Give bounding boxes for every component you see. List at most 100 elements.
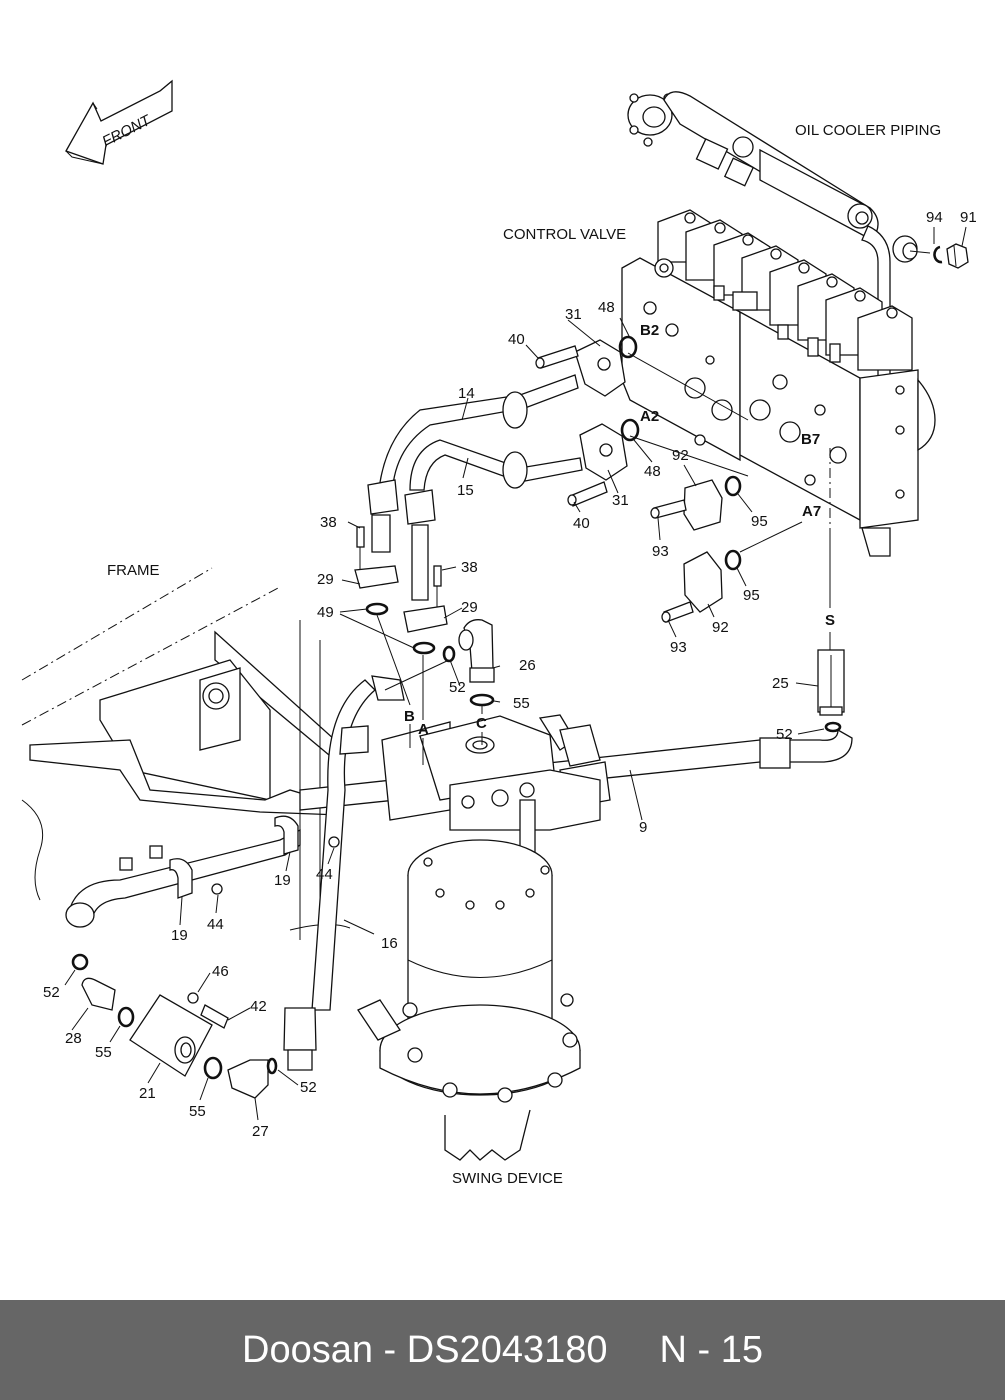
callout-29: 29	[461, 599, 478, 616]
check-valve-25	[817, 649, 845, 716]
footer-part-number: DS2043180	[406, 1328, 608, 1371]
flange-29-right	[403, 605, 448, 633]
callout-38: 38	[461, 559, 478, 576]
footer-separator	[373, 1329, 384, 1372]
footer-separator	[396, 1329, 407, 1372]
flange-29-left	[354, 565, 399, 589]
block-left	[119, 845, 163, 871]
oring-49-lower	[412, 641, 436, 655]
callout-29: 29	[317, 571, 334, 588]
hose-16	[283, 675, 405, 1071]
bolt-42	[200, 1004, 229, 1029]
adapter-28	[81, 977, 116, 1011]
callout-95: 95	[751, 513, 768, 530]
oring-55-upper	[469, 693, 495, 707]
frame-label: FRAME	[107, 562, 160, 579]
callout-92: 92	[712, 619, 729, 636]
bolt-40-lower	[567, 481, 608, 507]
callout-19: 19	[171, 927, 188, 944]
callout-14: 14	[458, 385, 475, 402]
elbow-26	[458, 619, 495, 683]
callout-25: 25	[772, 675, 789, 692]
oring-95-upper	[724, 475, 742, 497]
oring-49-upper	[365, 602, 389, 616]
frame: FRAME	[21, 562, 351, 940]
bolt-93-upper	[650, 499, 687, 519]
callout-48: 48	[644, 463, 661, 480]
oring-48-upper	[618, 335, 638, 359]
swing-device-label: SWING DEVICE	[452, 1170, 563, 1187]
oring-52-swing	[442, 645, 456, 663]
oring-48-lower	[620, 418, 640, 442]
callout-52: 52	[776, 726, 793, 743]
hose-15	[404, 439, 583, 601]
leader-lines-lower	[64, 969, 299, 1121]
port-a-label: A	[418, 721, 429, 738]
callout-21: 21	[139, 1085, 156, 1102]
callout-44: 44	[316, 866, 333, 883]
oring-52-lower-right	[266, 1057, 278, 1075]
front-arrow-icon: FRONT	[65, 79, 173, 165]
callout-26: 26	[519, 657, 536, 674]
washer-46	[187, 992, 199, 1004]
callout-40: 40	[573, 515, 590, 532]
callout-40: 40	[508, 331, 525, 348]
leader-lines-upper	[339, 317, 749, 703]
port-a7-label: A7	[802, 503, 821, 520]
oring-52-lower-left	[71, 953, 89, 971]
callout-15: 15	[457, 482, 474, 499]
port-b2-label: B2	[640, 322, 659, 339]
elbow-27	[227, 1059, 269, 1099]
callout-46: 46	[212, 963, 229, 980]
nut-44-right	[328, 836, 340, 848]
callout-27: 27	[252, 1123, 269, 1140]
plug-91	[946, 243, 969, 269]
callout-91: 91	[960, 209, 977, 226]
callout-94: 94	[926, 209, 943, 226]
cover-92-lower	[683, 551, 723, 613]
callout-55: 55	[189, 1103, 206, 1120]
control-valve: CONTROL VALVE	[503, 209, 936, 557]
oring-94	[933, 245, 943, 264]
nut-44-left	[211, 883, 223, 895]
oring-55-left	[117, 1006, 135, 1028]
flange-31-upper	[574, 339, 626, 397]
oil-cooler-piping-label: OIL COOLER PIPING	[795, 122, 941, 139]
callout-52: 52	[300, 1079, 317, 1096]
callout-92: 92	[672, 447, 689, 464]
footer-brand: Doosan	[242, 1328, 373, 1371]
footer-bar: Doosan - DS2043180 N - 15	[0, 1300, 1005, 1400]
callout-31: 31	[612, 492, 629, 509]
callout-95: 95	[743, 587, 760, 604]
callout-49: 49	[317, 604, 334, 621]
port-c-label: C	[476, 715, 487, 732]
oring-52-right	[824, 721, 842, 733]
bolt-40-upper	[535, 345, 579, 369]
hose-14	[367, 374, 579, 553]
cover-92-upper	[683, 479, 723, 531]
bolt-93-lower	[661, 601, 694, 623]
callout-9: 9	[639, 819, 647, 836]
footer-dash: -	[383, 1328, 397, 1371]
callout-16: 16	[381, 935, 398, 952]
port-b-label: B	[404, 708, 415, 725]
callout-55: 55	[95, 1044, 112, 1061]
oring-95-lower	[724, 549, 742, 571]
block-21	[129, 994, 213, 1077]
clamp-19-right	[274, 815, 299, 855]
control-valve-label: CONTROL VALVE	[503, 226, 626, 243]
port-b7-label: B7	[801, 431, 820, 448]
port-a2-label: A2	[640, 408, 659, 425]
callout-48: 48	[598, 299, 615, 316]
callout-93: 93	[652, 543, 669, 560]
flange-31-lower	[579, 423, 628, 481]
callout-93: 93	[670, 639, 687, 656]
swing-device	[357, 714, 611, 1161]
callout-55: 55	[513, 695, 530, 712]
callout-52: 52	[449, 679, 466, 696]
oil-cooler-piping: OIL COOLER PIPING	[627, 91, 941, 421]
callout-38: 38	[320, 514, 337, 531]
callout-44: 44	[207, 916, 224, 933]
footer-page-ref: N - 15	[659, 1328, 763, 1371]
callout-31: 31	[565, 306, 582, 323]
